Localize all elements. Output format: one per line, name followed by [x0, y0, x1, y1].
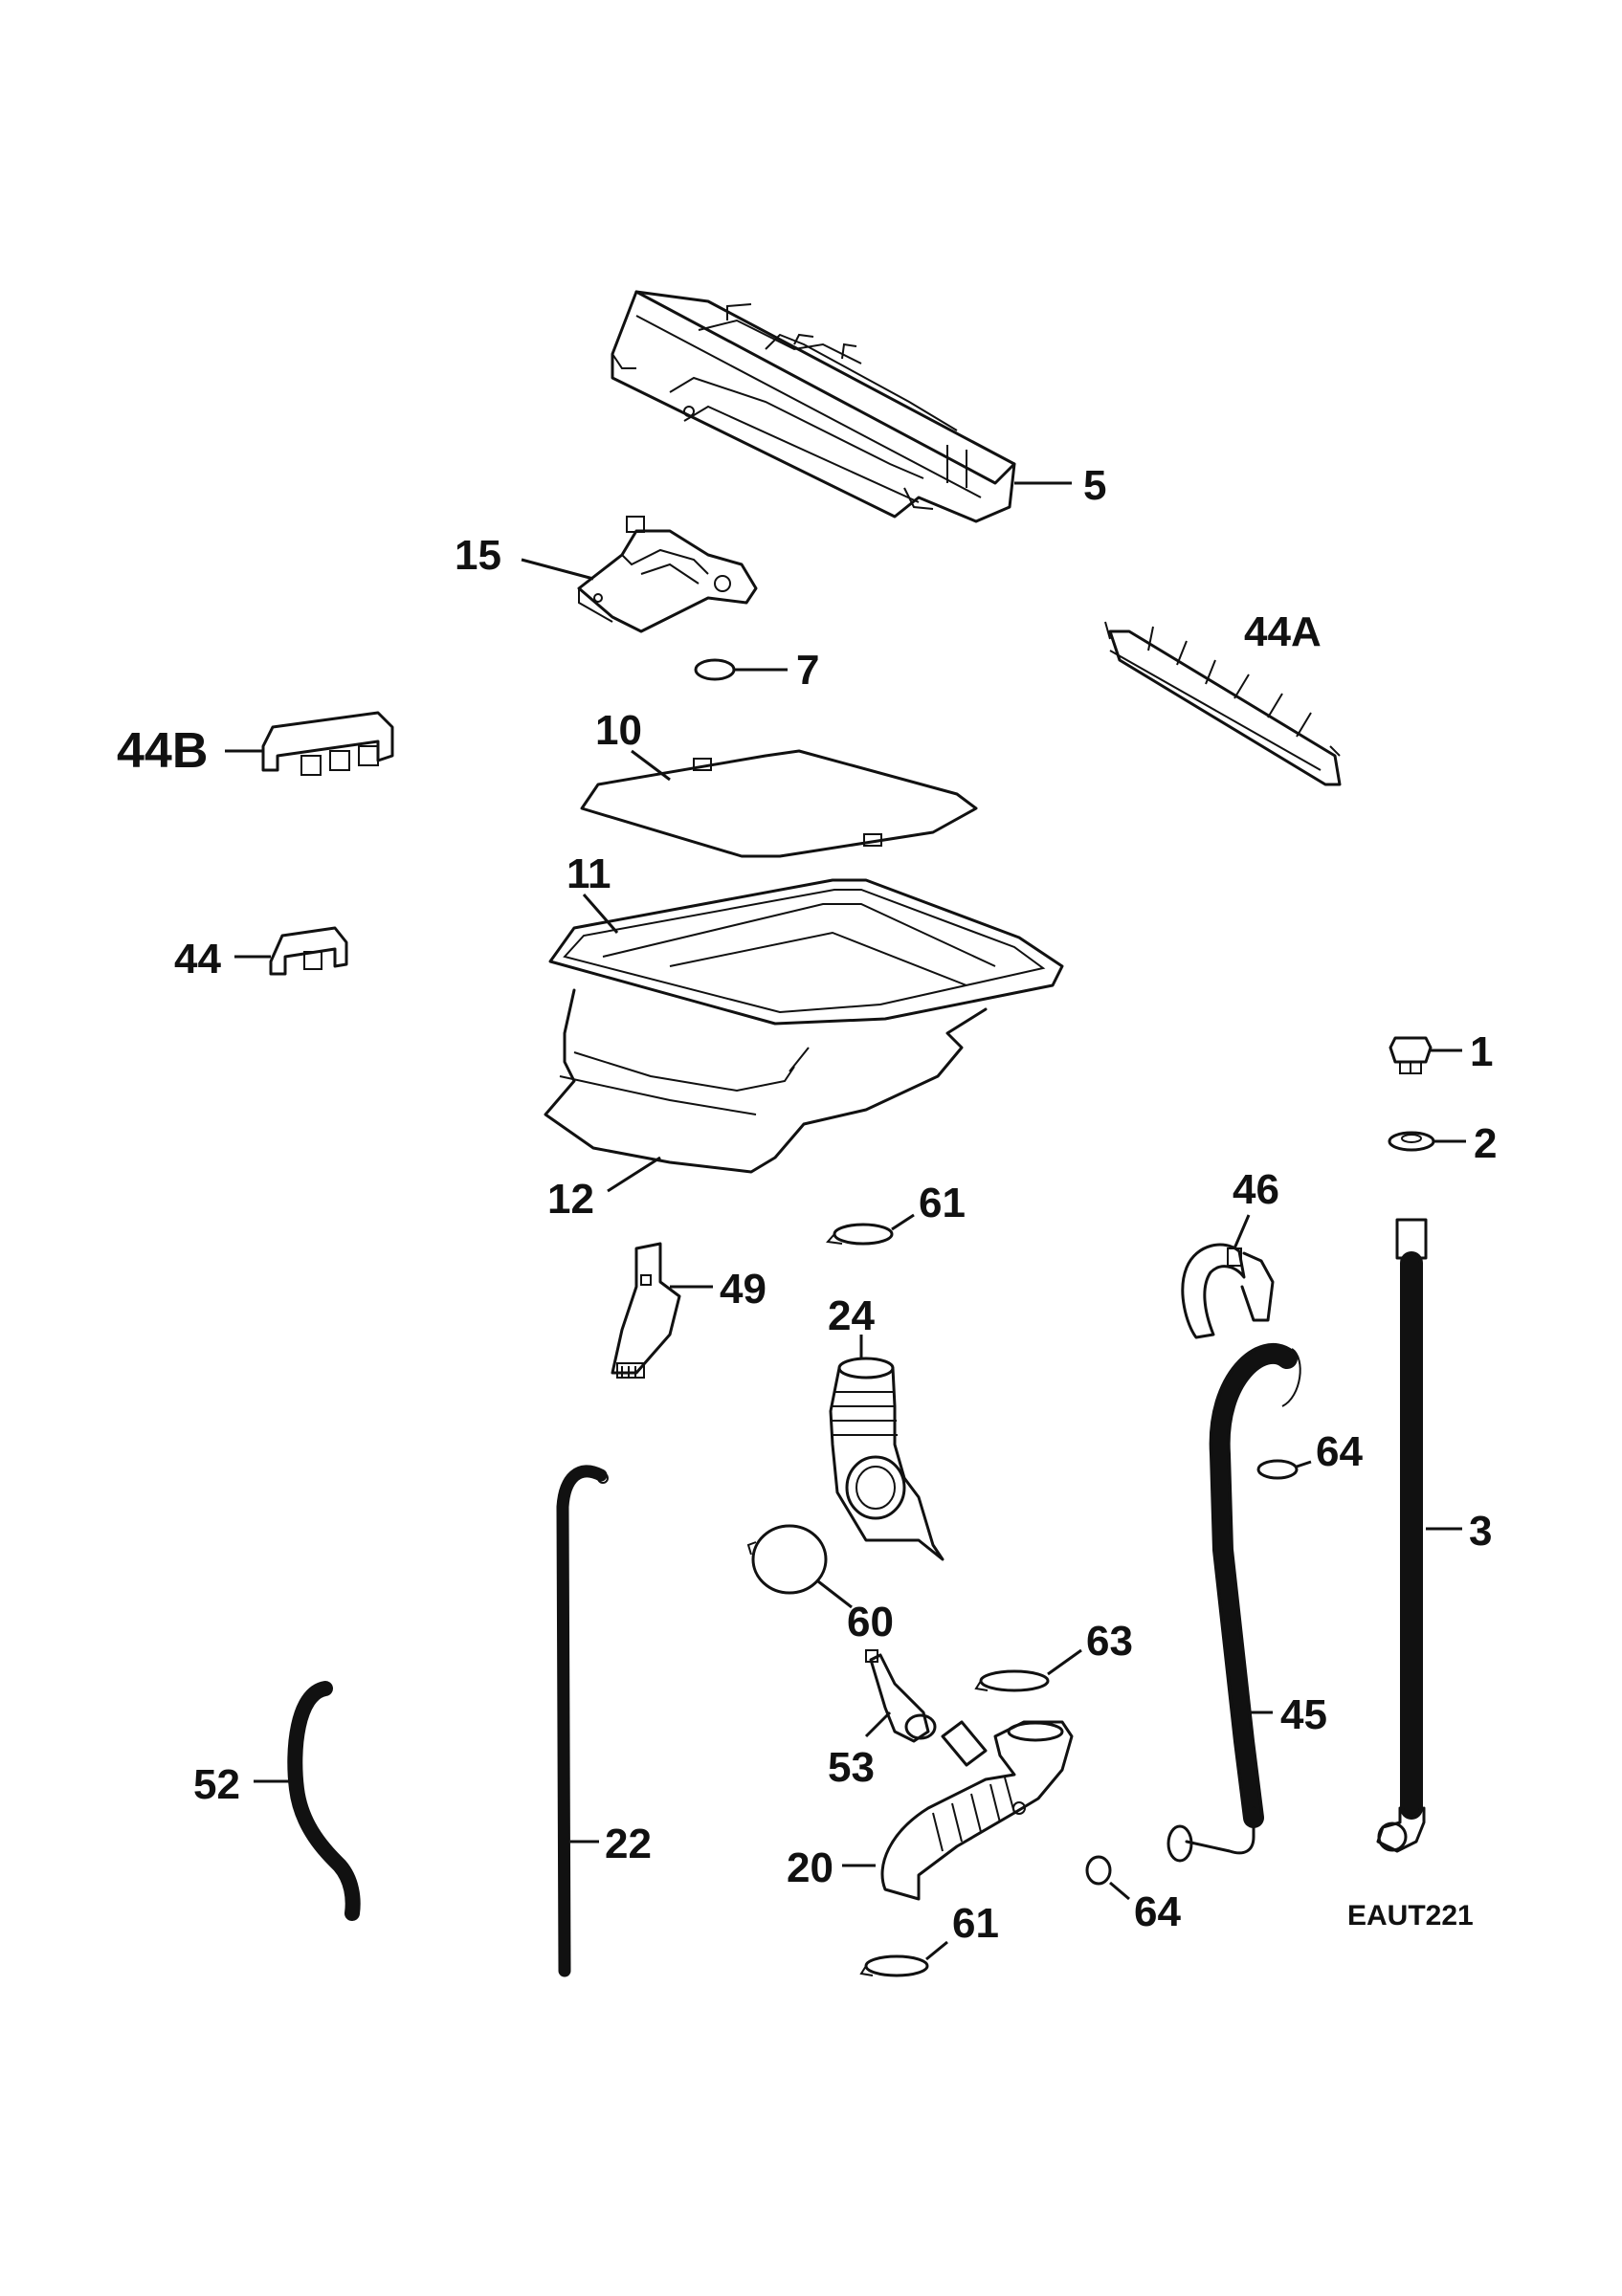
part-label-45: 45 — [1280, 1691, 1327, 1738]
part-label-52: 53 — [828, 1744, 875, 1791]
part-44B-clip — [261, 711, 394, 776]
part-label-61-lower: 61 — [952, 1900, 999, 1947]
part-label-7: 7 — [796, 647, 819, 694]
part-64-clamp-upper — [1256, 1459, 1299, 1480]
part-label-53: 52 — [193, 1761, 240, 1808]
part-52-leader — [864, 1711, 892, 1738]
part-5-control-frame — [611, 290, 1016, 523]
part-15-leader — [521, 558, 594, 581]
part-label-5: 5 — [1083, 462, 1106, 509]
part-60-leader — [817, 1579, 853, 1609]
part-11-leader — [582, 894, 619, 934]
part-label-64-lower: 64 — [1134, 1888, 1181, 1935]
part-label-49: 49 — [720, 1266, 767, 1313]
part-63-leader — [1047, 1648, 1082, 1676]
part-label-11: 11 — [567, 850, 611, 897]
part-46-leader — [1233, 1214, 1251, 1249]
part-label-20: 20 — [787, 1844, 833, 1891]
part-label-64-upper: 64 — [1316, 1428, 1363, 1475]
part-label-44: 44 — [174, 936, 221, 982]
part-3-inlet-hose — [1376, 1218, 1428, 1853]
part-10-lid-panel — [580, 749, 978, 858]
part-64-clamp-lower — [1085, 1855, 1112, 1886]
part-12-leader — [607, 1156, 661, 1193]
part-61-clamp-upper — [826, 1223, 894, 1246]
part-20-sump-hose — [880, 1720, 1074, 1901]
part-10-leader — [631, 749, 671, 782]
part-15-valve — [577, 516, 758, 633]
part-label-44B: 44B — [117, 723, 208, 779]
part-61-upper-leader — [891, 1213, 915, 1231]
part-49-bracket — [611, 1242, 681, 1379]
part-61-lower-leader — [925, 1940, 948, 1961]
part-label-46: 46 — [1233, 1166, 1279, 1213]
diagram-code: EAUT221 — [1347, 1900, 1474, 1932]
part-label-3: 3 — [1469, 1508, 1492, 1555]
part-7-o-ring — [694, 658, 736, 681]
part-label-12: 12 — [547, 1176, 594, 1223]
part-label-60: 60 — [847, 1599, 894, 1645]
part-label-24: 24 — [828, 1292, 875, 1339]
part-label-15: 15 — [455, 532, 501, 579]
part-label-63: 63 — [1086, 1618, 1133, 1665]
part-1-plug — [1389, 1036, 1433, 1074]
part-label-2: 2 — [1474, 1120, 1497, 1167]
part-64-lower-leader — [1109, 1881, 1130, 1901]
part-11-gasket — [548, 878, 1064, 1026]
part-53-curved-hose — [287, 1681, 361, 1921]
part-60-clamp — [746, 1524, 828, 1595]
part-44A-bracket — [1104, 621, 1342, 786]
part-label-44A: 44A — [1244, 608, 1322, 655]
part-label-61-upper: 61 — [919, 1180, 966, 1226]
part-64-upper-leader — [1296, 1460, 1312, 1468]
part-12-tub-boot — [544, 988, 988, 1174]
part-label-22: 22 — [605, 1821, 652, 1867]
part-2-washer — [1388, 1131, 1435, 1152]
part-44-clip — [269, 926, 348, 976]
part-label-1: 1 — [1470, 1028, 1493, 1075]
part-63-clamp — [974, 1669, 1050, 1692]
part-label-10: 10 — [595, 707, 642, 754]
part-22-long-tube — [556, 1465, 609, 1977]
part-24-bellows — [829, 1357, 944, 1561]
part-61-clamp-lower — [859, 1954, 929, 1977]
part-45-drain-hose — [1167, 1343, 1301, 1863]
part-46-hose-hook — [1181, 1243, 1275, 1339]
